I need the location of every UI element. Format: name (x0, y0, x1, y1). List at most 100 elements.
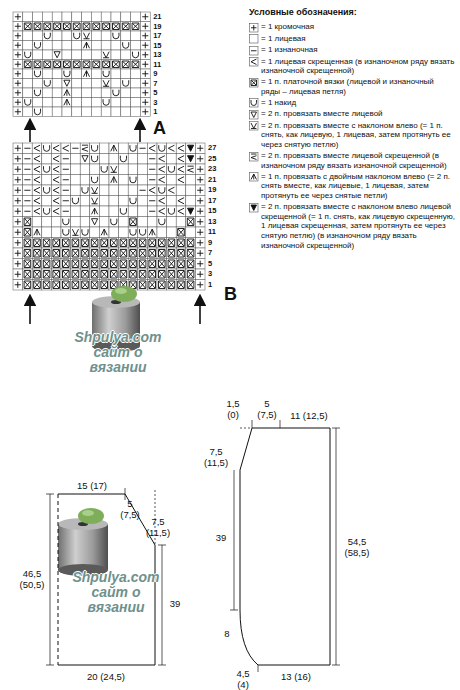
stitch-symbol (149, 211, 155, 212)
chart-cell (138, 217, 148, 228)
legend-text: = 2 п. провязать вместе лицевой скрещенн… (261, 151, 455, 170)
stitch-symbol (34, 61, 41, 68)
row-number: 15 (208, 206, 216, 217)
stitch-symbol (101, 239, 108, 247)
chart-cell (42, 269, 52, 280)
stitch-symbol (44, 208, 50, 214)
chart-cell (13, 107, 23, 117)
chart-cell (195, 269, 205, 280)
stitch-symbol (111, 271, 118, 279)
stitch-symbol (113, 33, 119, 39)
chart-cell (147, 238, 157, 249)
chart-cell (32, 175, 42, 186)
stitch-symbol (63, 229, 69, 235)
chart-cell (13, 175, 23, 186)
row-number: 27 (208, 143, 216, 154)
stitch-symbol (43, 260, 50, 268)
chart-cell (157, 196, 167, 207)
chart-cell (121, 107, 131, 117)
chart-cell (52, 69, 62, 79)
stitch-symbol (24, 200, 30, 201)
stitch-symbol (15, 90, 21, 96)
chart-cell (23, 269, 33, 280)
chart-cell (109, 175, 119, 186)
chart-cell (72, 50, 82, 60)
stitch-symbol (83, 33, 89, 39)
chart-cell (51, 206, 61, 217)
stitch-symbol (132, 61, 139, 68)
stitch-symbol (53, 187, 59, 193)
chart-cell (138, 185, 148, 196)
stitch-symbol (149, 169, 155, 170)
legend-text: = 1 кромочная (261, 22, 455, 32)
chart-cell (186, 217, 196, 228)
chart-cell (140, 50, 150, 60)
stitch-symbol (168, 187, 174, 193)
stitch-symbol (43, 281, 50, 289)
legend-text: = 2 п. провязать вместе с наклоном влево… (261, 121, 455, 150)
chart-cell (157, 185, 167, 196)
stitch-symbol (43, 239, 50, 247)
chart-cell (82, 50, 92, 60)
chart-cell (138, 143, 148, 154)
chart-cell (186, 175, 196, 186)
chart-cell (52, 60, 62, 70)
dimension-label: 54,5 (58,5) (340, 536, 374, 558)
chart-cell (167, 238, 177, 249)
chart-cell (111, 98, 121, 108)
legend-symbol (249, 203, 259, 213)
chart-cell (138, 280, 148, 291)
stitch-symbol (34, 281, 41, 289)
stitch-symbol (91, 239, 98, 247)
chart-cell (33, 50, 43, 60)
watermark: Shpulya.com сайт о вязании (68, 570, 164, 615)
stitch-symbol (82, 156, 88, 162)
chart-cell (13, 259, 23, 270)
chart-cell (101, 88, 111, 98)
chart-cell (62, 98, 72, 108)
stitch-symbol (187, 281, 194, 289)
stitch-symbol (159, 156, 165, 162)
chart-cell (131, 12, 141, 22)
chart-cell (51, 196, 61, 207)
chart-cell (131, 50, 141, 60)
chart-cell (13, 164, 23, 175)
stitch-symbol (15, 80, 21, 86)
chart-cell (157, 206, 167, 217)
stitch-symbol (63, 219, 69, 225)
chart-cell (167, 164, 177, 175)
chart-cell (33, 31, 43, 41)
stitch-symbol (111, 166, 117, 172)
stitch-symbol (15, 271, 21, 277)
chart-cell (186, 164, 196, 175)
chart-cell (119, 227, 129, 238)
stitch-symbol (251, 154, 256, 159)
chart-cell (91, 107, 101, 117)
stitch-symbol (103, 52, 109, 58)
stitch-symbol (53, 198, 59, 204)
chart-cell (128, 164, 138, 175)
chart-cell (121, 69, 131, 79)
stitch-symbol (15, 219, 21, 225)
chart-cell (176, 259, 186, 270)
chart-cell (71, 217, 81, 228)
row-number: 1 (153, 107, 157, 117)
stitch-symbol (178, 166, 184, 172)
stitch-symbol (92, 145, 98, 151)
chart-cell (23, 217, 33, 228)
chart-cell (140, 79, 150, 89)
chart-cell (176, 143, 186, 154)
stitch-symbol (197, 240, 203, 246)
chart-cell (128, 248, 138, 259)
stitch-symbol (168, 260, 175, 268)
chart-cell (71, 280, 81, 291)
chart-cell (157, 280, 167, 291)
chart-cell (82, 88, 92, 98)
chart-cell (101, 31, 111, 41)
chart-cell (90, 185, 100, 196)
stitch-symbol (72, 281, 79, 289)
chart-cell (99, 196, 109, 207)
chart-cell (91, 31, 101, 41)
chart-cell (147, 154, 157, 165)
